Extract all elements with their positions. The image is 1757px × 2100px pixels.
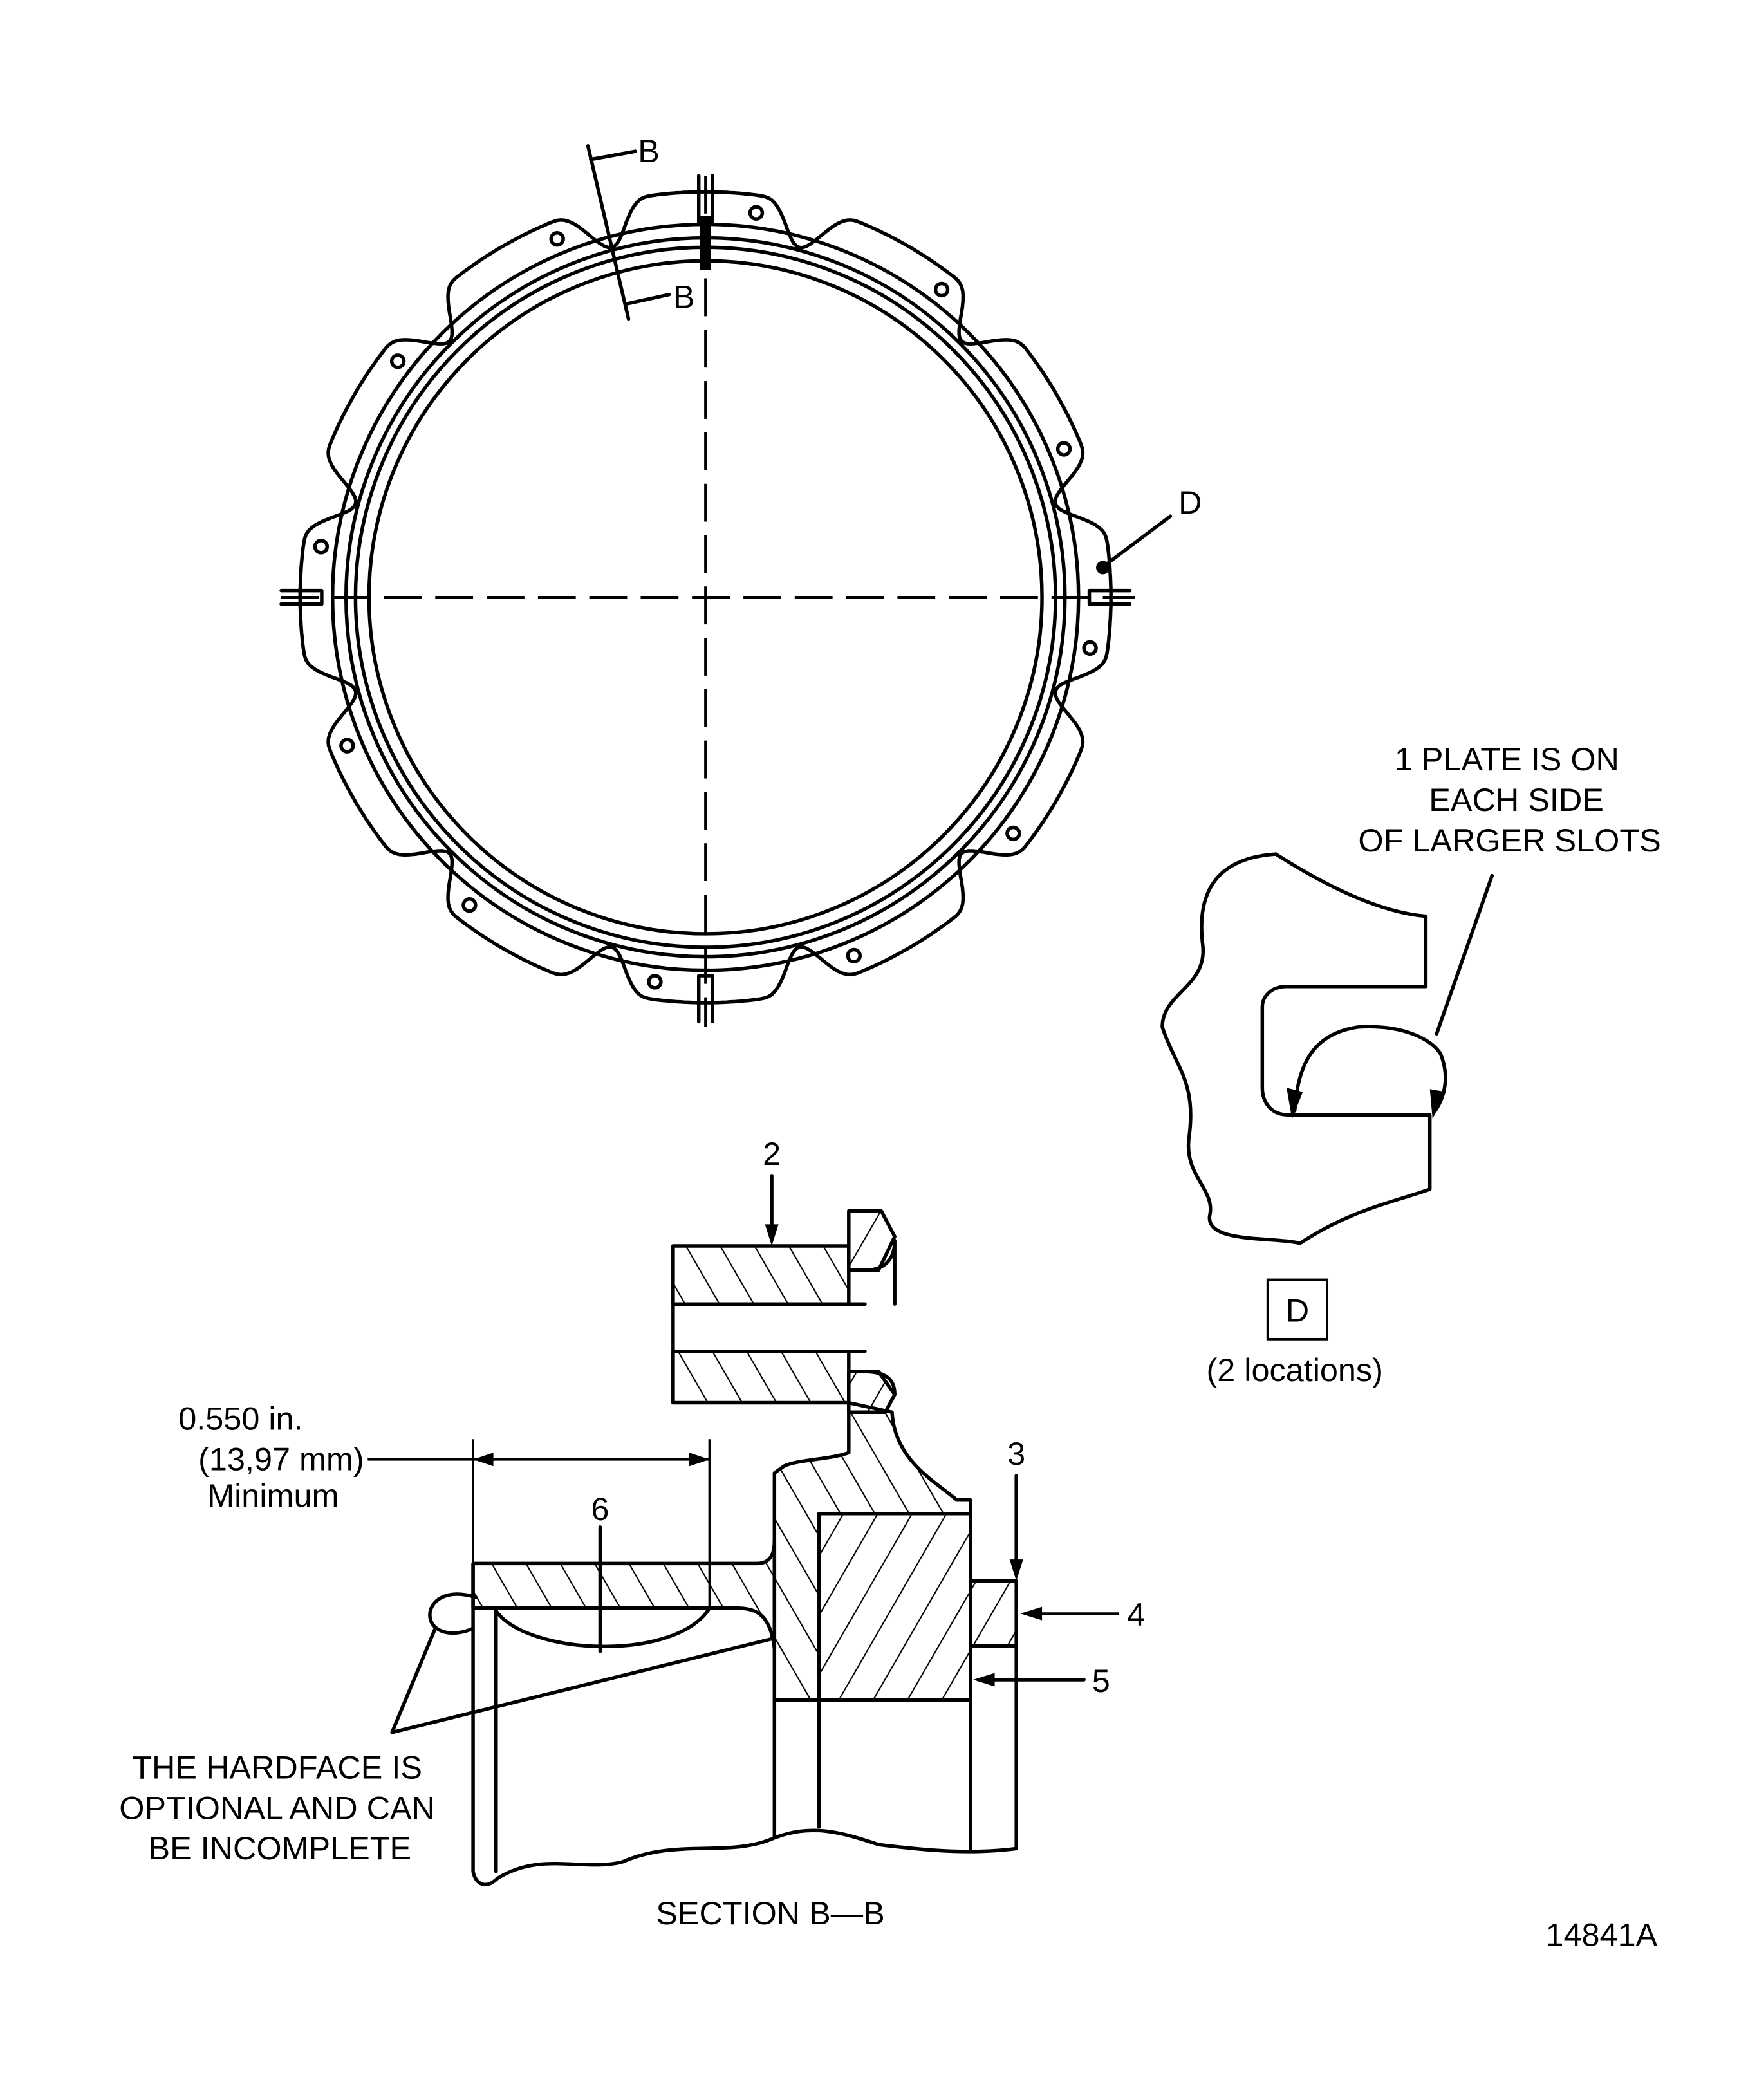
dimension-mm: (13,97 mm) xyxy=(198,1441,364,1478)
detail-d-label-box xyxy=(1266,1278,1329,1341)
bushing-upper xyxy=(671,1244,851,1306)
slot-plates xyxy=(700,216,711,270)
section-arrow-bottom xyxy=(624,293,671,306)
item-5-arrowhead xyxy=(972,1673,995,1687)
section-arrow-top xyxy=(589,149,637,162)
plate-arrowheads xyxy=(1287,1088,1446,1119)
item-2-label: 2 xyxy=(763,1135,781,1172)
detail-d-view: 1 PLATE IS ON EACH SIDE OF LARGER SLOTS … xyxy=(1160,741,1661,1388)
slot-right xyxy=(1087,588,1132,606)
bushing-lower xyxy=(671,1350,851,1405)
bushing-lip-top xyxy=(847,1209,897,1272)
item-3-label: 3 xyxy=(1007,1435,1025,1472)
body-block xyxy=(817,1511,972,1702)
plate-note-line3: OF LARGER SLOTS xyxy=(1358,822,1660,859)
ring-plan-view: B B D xyxy=(279,133,1202,1027)
bolt-holes xyxy=(313,205,1098,990)
bolt-hole xyxy=(748,205,765,221)
bolt-hole xyxy=(339,738,355,754)
dimension-minimum: Minimum xyxy=(207,1477,339,1514)
bolt-hole xyxy=(1055,441,1072,457)
section-cut-line xyxy=(586,144,631,321)
slot-left xyxy=(279,588,324,606)
section-title: SECTION B—B xyxy=(656,1895,884,1931)
bolt-hole xyxy=(389,353,406,369)
bolt-hole xyxy=(461,897,478,913)
bolt-hole xyxy=(1082,640,1098,656)
section-bb-view: 6 0.550 in. (13,97 mm) Minimum 2 3 4 5 T… xyxy=(119,1135,1145,1931)
item-6-label: 6 xyxy=(591,1491,609,1527)
detail-d-leader xyxy=(1104,514,1173,567)
hardface-note-line2: OPTIONAL AND CAN xyxy=(119,1789,435,1826)
item-2-arrowhead xyxy=(765,1224,779,1246)
detail-d-label: D xyxy=(1286,1292,1309,1329)
bolt-hole xyxy=(647,974,663,990)
plate-note-leader xyxy=(1435,873,1494,1036)
item-4-arrowhead xyxy=(1020,1606,1043,1621)
detail-d-callout: D xyxy=(1178,484,1202,521)
dimension-inches: 0.550 in. xyxy=(178,1400,302,1437)
bar-item-6 xyxy=(471,1538,777,1651)
bolt-hole xyxy=(1005,825,1021,842)
item-5-label: 5 xyxy=(1092,1662,1110,1699)
plate-note-line2: EACH SIDE xyxy=(1429,781,1604,818)
slot-bottom xyxy=(697,974,714,1024)
bushing-flare xyxy=(863,1238,897,1397)
detail-d-outline xyxy=(1160,852,1432,1245)
section-mark-bottom: B xyxy=(673,279,695,315)
hardface-note-line1: THE HARDFACE IS xyxy=(132,1749,422,1785)
bolt-hole xyxy=(313,539,330,555)
section-lower-body xyxy=(471,1561,1018,1886)
bushing-bore xyxy=(671,1244,867,1405)
hardface-leaders xyxy=(390,1626,772,1734)
figure-number: 14841A xyxy=(1546,1917,1658,1953)
detail-d-locations: (2 locations) xyxy=(1207,1352,1383,1388)
hardface-note-line3: BE INCOMPLETE xyxy=(148,1830,411,1866)
bolt-hole xyxy=(846,947,862,964)
bolt-hole xyxy=(549,231,565,247)
item-4-label: 4 xyxy=(1127,1596,1145,1633)
plate-note-line1: 1 PLATE IS ON xyxy=(1395,741,1619,777)
bolt-hole xyxy=(933,281,950,298)
hardface-bead xyxy=(428,1592,478,1635)
dimension-lines xyxy=(367,1439,711,1608)
hardface-arc xyxy=(494,1606,712,1648)
plate-arrows xyxy=(1292,1025,1447,1113)
item-3-arrowhead xyxy=(1009,1559,1023,1581)
section-mark-top: B xyxy=(638,133,660,169)
plate-item-4 xyxy=(969,1579,1018,1648)
